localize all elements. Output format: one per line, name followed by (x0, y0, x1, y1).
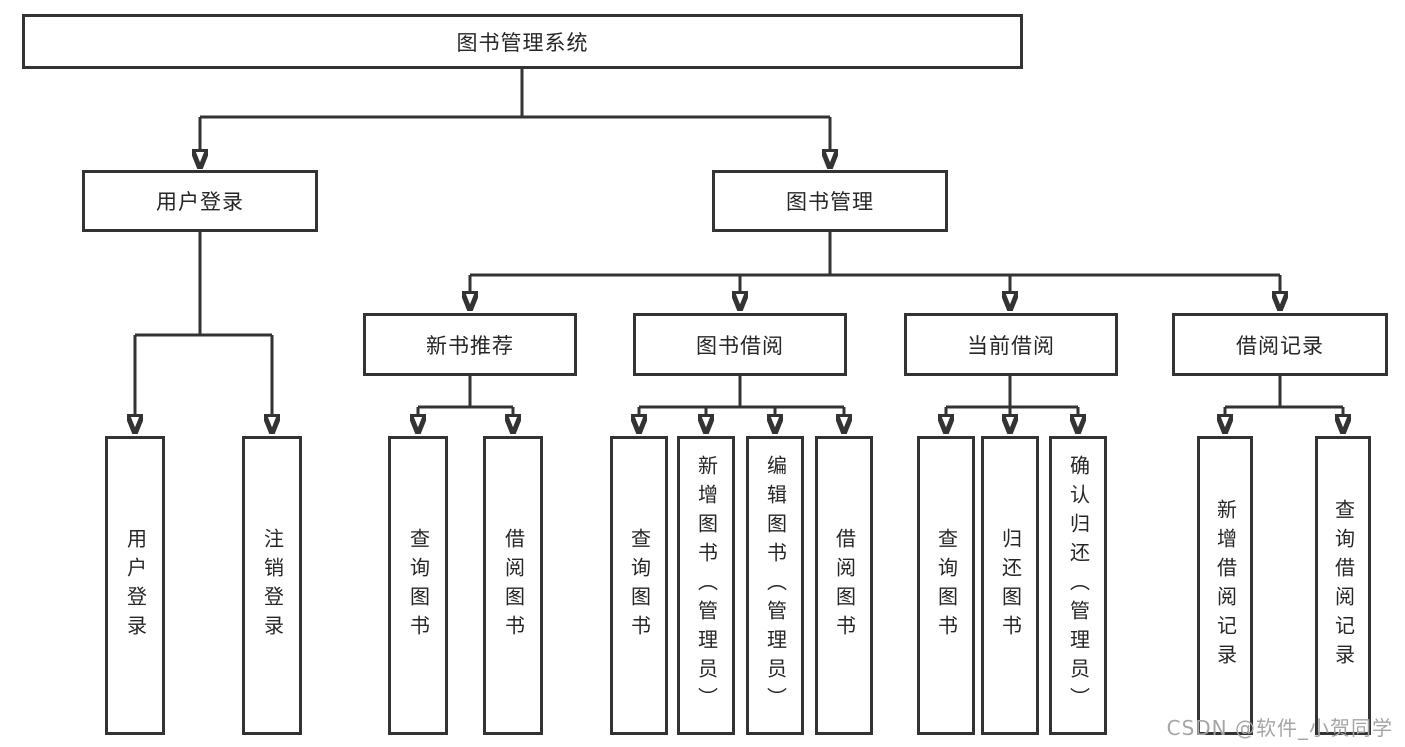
node-label: 用户登录 (156, 190, 244, 214)
leaf-confirm-return-admin: 确认归还（管理员） (1049, 436, 1107, 735)
node-book-management: 图书管理 (712, 170, 948, 232)
node-label: 当前借阅 (967, 333, 1055, 358)
leaf-label: 注销登录 (260, 527, 285, 644)
node-label: 新书推荐 (426, 333, 514, 358)
leaf-query-borrow-record: 查询借阅记录 (1315, 436, 1371, 735)
leaf-user-login: 用户登录 (105, 436, 165, 735)
leaf-label: 新增借阅记录 (1213, 498, 1238, 673)
csdn-watermark: CSDN @软件_小贺同学 (1166, 716, 1393, 740)
leaf-label: 确认归还（管理员） (1066, 455, 1091, 716)
node-borrow-records: 借阅记录 (1172, 313, 1388, 376)
leaf-borrow-books: 借阅图书 (815, 436, 873, 735)
leaf-edit-books-admin: 编辑图书（管理员） (746, 436, 804, 735)
leaf-query-books: 查询图书 (917, 436, 975, 735)
leaf-label: 借阅图书 (501, 527, 526, 644)
leaf-logout: 注销登录 (242, 436, 302, 735)
leaf-borrow-books: 借阅图书 (483, 436, 543, 735)
node-label: 图书管理系统 (456, 30, 589, 55)
node-root-system: 图书管理系统 (22, 14, 1023, 69)
leaf-label: 归还图书 (998, 527, 1023, 644)
node-label: 图书借阅 (696, 333, 784, 358)
node-book-borrow: 图书借阅 (633, 313, 847, 376)
leaf-label: 查询图书 (627, 527, 652, 644)
leaf-add-books-admin: 新增图书（管理员） (677, 436, 735, 735)
leaf-label: 新增图书（管理员） (694, 455, 719, 716)
node-new-book-recommend: 新书推荐 (363, 313, 577, 376)
node-label: 图书管理 (786, 190, 874, 214)
leaf-return-books: 归还图书 (981, 436, 1039, 735)
node-label: 借阅记录 (1236, 333, 1324, 358)
leaf-label: 编辑图书（管理员） (763, 455, 788, 716)
leaf-label: 查询图书 (934, 527, 959, 644)
leaf-label: 查询图书 (406, 527, 431, 644)
leaf-query-books: 查询图书 (610, 436, 668, 735)
leaf-label: 用户登录 (123, 527, 148, 644)
leaf-query-books: 查询图书 (388, 436, 448, 735)
leaf-label: 查询借阅记录 (1331, 498, 1356, 673)
node-current-borrow: 当前借阅 (904, 313, 1118, 376)
leaf-add-borrow-record: 新增借阅记录 (1197, 436, 1253, 735)
leaf-label: 借阅图书 (832, 527, 857, 644)
node-user-login: 用户登录 (82, 170, 318, 232)
